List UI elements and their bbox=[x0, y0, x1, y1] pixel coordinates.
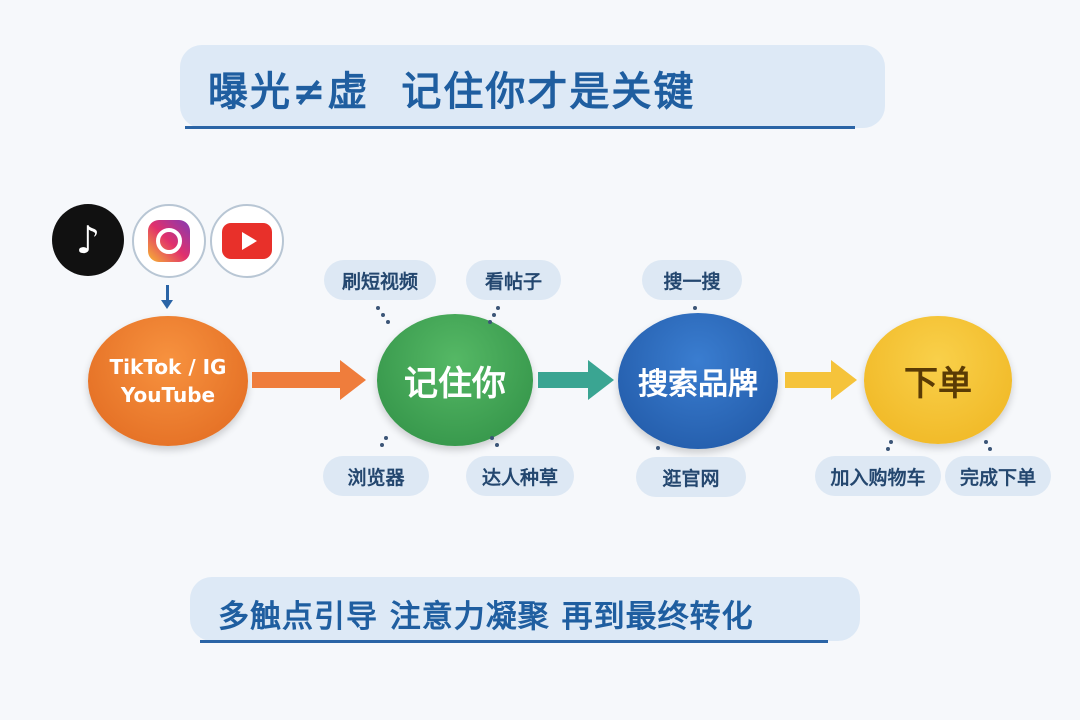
pill-complete-order: 完成下单 bbox=[945, 456, 1051, 496]
connector-dot bbox=[490, 436, 494, 440]
connector-dot bbox=[376, 306, 380, 310]
page-title: 曝光≠虚 记住你才是关键 bbox=[208, 69, 696, 115]
pill-posts: 看帖子 bbox=[466, 260, 561, 300]
footer-banner: 多触点引导 注意力凝聚 再到最终转化 bbox=[190, 577, 860, 641]
node-search: 搜索品牌 bbox=[618, 313, 778, 449]
connector-dot bbox=[889, 440, 893, 444]
connector-dot bbox=[988, 447, 992, 451]
pill-search: 搜一搜 bbox=[642, 260, 742, 300]
arrow-3 bbox=[785, 360, 857, 400]
connector-dot bbox=[693, 306, 697, 310]
node-label: 搜索品牌 bbox=[638, 367, 758, 402]
connector-dot bbox=[386, 320, 390, 324]
connector-dot bbox=[496, 306, 500, 310]
connector-dot bbox=[886, 447, 890, 451]
node-label: YouTube bbox=[120, 383, 216, 407]
pill-short-video: 刷短视频 bbox=[324, 260, 436, 300]
tiktok-icon: ♪ bbox=[52, 204, 124, 276]
node-order: 下单 bbox=[864, 316, 1012, 444]
connector-dot bbox=[492, 313, 496, 317]
down-arrow-icon bbox=[166, 285, 169, 303]
title-banner: 曝光≠虚 记住你才是关键 bbox=[180, 45, 885, 128]
pill-browser: 浏览器 bbox=[323, 456, 429, 496]
youtube-icon bbox=[210, 204, 284, 278]
node-platforms: TikTok / IG YouTube bbox=[88, 316, 248, 446]
connector-dot bbox=[984, 440, 988, 444]
footer-underline bbox=[200, 640, 828, 643]
pill-add-cart: 加入购物车 bbox=[815, 456, 941, 496]
connector-dot bbox=[381, 313, 385, 317]
connector-dot bbox=[488, 320, 492, 324]
node-remember: 记住你 bbox=[377, 314, 533, 446]
arrow-2 bbox=[538, 360, 614, 400]
pill-influencer: 达人种草 bbox=[466, 456, 574, 496]
node-label: TikTok / IG bbox=[109, 355, 227, 379]
node-label: 下单 bbox=[904, 363, 972, 404]
connector-dot bbox=[380, 443, 384, 447]
connector-dot bbox=[656, 446, 660, 450]
pill-official-site: 逛官网 bbox=[636, 457, 746, 497]
footer-text: 多触点引导 注意力凝聚 再到最终转化 bbox=[218, 599, 754, 635]
node-label: 记住你 bbox=[404, 363, 506, 404]
instagram-icon bbox=[132, 204, 206, 278]
connector-dot bbox=[495, 443, 499, 447]
connector-dot bbox=[384, 436, 388, 440]
down-arrow-head bbox=[161, 300, 173, 309]
title-underline bbox=[185, 126, 855, 129]
arrow-1 bbox=[252, 360, 366, 400]
